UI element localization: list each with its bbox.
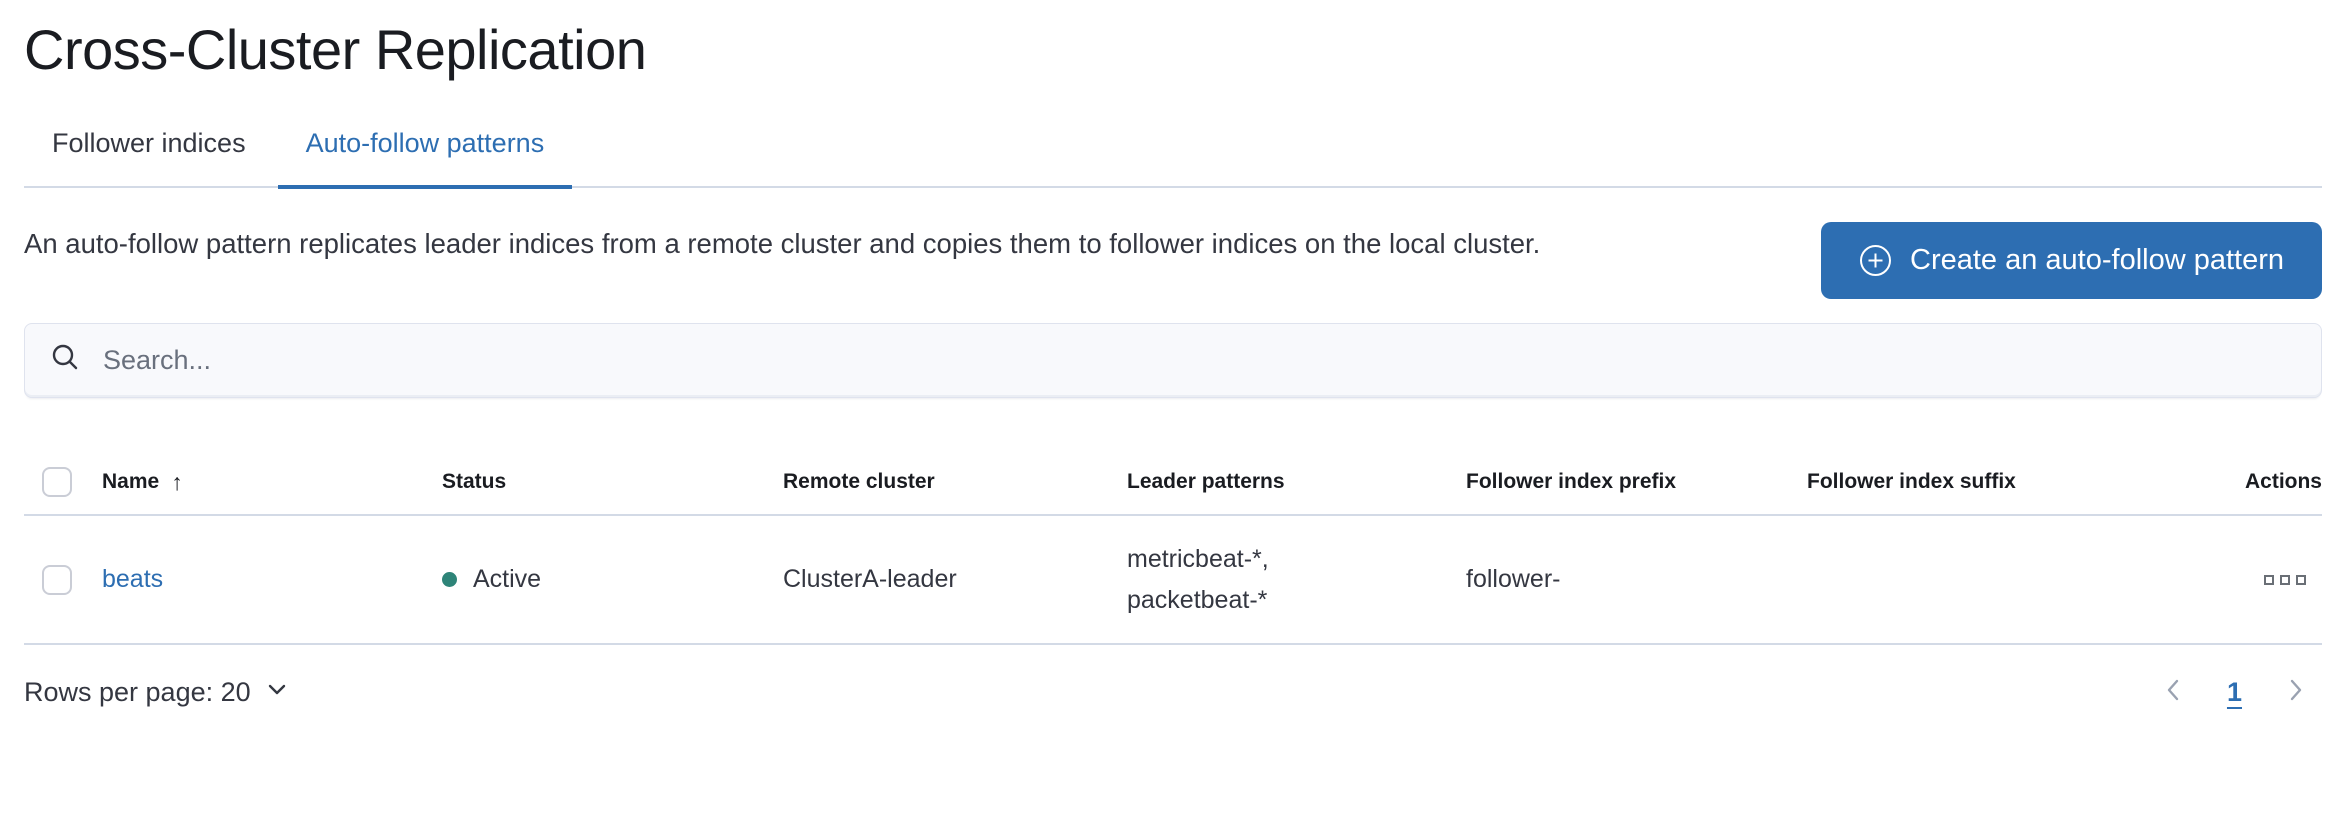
chevron-right-icon[interactable] [2282,677,2308,708]
pagination: 1 [2161,677,2308,708]
create-button-label: Create an auto-follow pattern [1910,244,2284,277]
column-header-remote-cluster: Remote cluster [783,470,935,494]
pattern-name-link[interactable]: beats [102,565,164,594]
column-header-name[interactable]: Name ↑ [102,468,183,495]
auto-follow-patterns-table: Name ↑ Status Remote cluster Leader patt… [24,450,2322,646]
row-follower-index-prefix-cell: follower- [1466,565,1561,594]
table-footer: Rows per page: 20 1 [24,645,2322,708]
row-actions-cell [2258,569,2322,591]
column-header-status: Status [442,470,507,494]
table-header-row: Name ↑ Status Remote cluster Leader patt… [24,450,2322,517]
row-checkbox[interactable] [42,564,72,595]
column-header-follower-index-suffix: Follower index suffix [1807,470,2016,494]
status-label: Active [473,565,542,594]
column-header-leader-patterns: Leader patterns [1127,470,1285,494]
intro-section: An auto-follow pattern replicates leader… [24,222,2322,300]
status-active-dot-icon [442,572,457,588]
rows-per-page-label: Rows per page: 20 [24,677,251,708]
create-auto-follow-pattern-button[interactable]: Create an auto-follow pattern [1821,222,2322,300]
page-title: Cross-Cluster Replication [24,18,647,81]
sort-ascending-arrow-icon: ↑ [171,468,183,495]
leader-pattern-line: metricbeat-*, [1127,544,1269,573]
leader-pattern-line: packetbeat-* [1127,585,1268,614]
rows-per-page-selector[interactable]: Rows per page: 20 [24,677,289,708]
row-status-cell: Active [442,565,783,594]
tab-follower-indices[interactable]: Follower indices [52,128,246,159]
table-row: beats Active ClusterA-leader metricbeat-… [24,516,2322,646]
search-input[interactable] [101,344,2297,378]
chevron-left-icon[interactable] [2161,677,2187,708]
cross-cluster-replication-page: Cross-Cluster Replication Follower indic… [0,18,2336,708]
plus-in-circle-icon [1859,244,1892,277]
page-description: An auto-follow pattern replicates leader… [24,228,1541,260]
boxes-horizontal-icon[interactable] [2258,569,2312,591]
tab-auto-follow-patterns[interactable]: Auto-follow patterns [277,128,573,190]
chevron-down-icon [265,677,289,708]
row-leader-patterns-cell: metricbeat-*, packetbeat-* [1127,539,1466,621]
header-checkbox-cell [24,467,102,498]
search-bar [24,323,2322,399]
page-number-1[interactable]: 1 [2226,677,2242,708]
row-checkbox-cell [24,564,102,595]
tab-bar: Follower indices Auto-follow patterns [24,128,2322,190]
row-name-cell: beats [102,565,442,594]
column-header-follower-index-prefix: Follower index prefix [1466,470,1677,494]
select-all-checkbox[interactable] [42,467,72,498]
row-remote-cluster-cell: ClusterA-leader [783,565,957,594]
search-icon [49,342,81,379]
column-header-actions: Actions [2244,470,2322,494]
